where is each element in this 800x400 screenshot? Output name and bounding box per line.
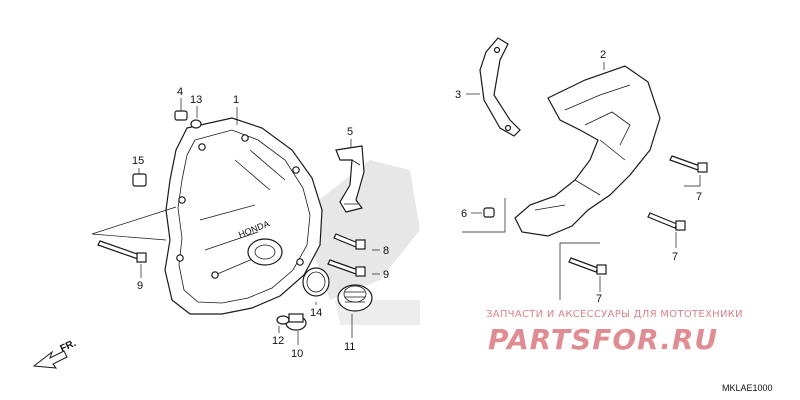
callout-13: 13 xyxy=(190,94,202,106)
watermark-tagline: ЗАПЧАСТИ И АКСЕССУАРЫ ДЛЯ МОТОТЕХНИКИ xyxy=(486,309,743,320)
callout-1: 1 xyxy=(233,94,239,106)
timing-hole-cap xyxy=(337,284,373,312)
generator-cover: HONDA xyxy=(164,117,323,315)
guard-cover xyxy=(514,65,661,237)
crankshaft-hole-cap xyxy=(285,313,307,331)
watermark: ЗАПЧАСТИ И АКСЕССУАРЫ ДЛЯ МОТОТЕХНИКИ PA… xyxy=(486,309,743,356)
leader-lines xyxy=(91,62,701,345)
front-direction-arrow: FR. xyxy=(32,338,78,369)
dowel-pin xyxy=(174,110,188,121)
callout-11: 11 xyxy=(344,341,355,353)
flange-bolt-8 xyxy=(333,233,366,250)
callout-14: 14 xyxy=(310,307,322,319)
nut-6 xyxy=(483,207,495,218)
callout-15: 15 xyxy=(132,155,144,167)
o-ring-12 xyxy=(276,315,290,325)
flange-bolt-9-left xyxy=(97,240,147,263)
o-ring-small xyxy=(190,119,202,129)
callout-3: 3 xyxy=(455,89,461,101)
callout-5: 5 xyxy=(347,126,353,138)
flange-bolt-7-bottom xyxy=(568,257,607,275)
flange-bolt-7-top xyxy=(669,155,708,173)
small-bracket xyxy=(335,145,365,213)
callout-labels: 1 2 3 4 13 5 15 6 7 7 7 8 9 9 14 11 12 1… xyxy=(132,49,702,360)
callout-7-top: 7 xyxy=(696,191,702,203)
flange-bolt-7-middle xyxy=(647,212,686,231)
callout-12: 12 xyxy=(272,335,284,347)
diagram-code: MKLAE1000 xyxy=(722,383,773,393)
dowel-pin-15 xyxy=(132,173,147,187)
callout-9-left: 9 xyxy=(137,280,143,292)
callout-4: 4 xyxy=(177,86,183,98)
callout-7-middle: 7 xyxy=(672,251,678,263)
callout-6: 6 xyxy=(461,208,467,220)
callout-7-bottom: 7 xyxy=(596,293,602,305)
stay-bracket xyxy=(479,37,521,137)
callout-9-right: 9 xyxy=(383,269,389,281)
flange-bolt-9-right xyxy=(327,259,366,277)
callout-2: 2 xyxy=(600,49,606,61)
o-ring-14 xyxy=(302,267,330,297)
callout-10: 10 xyxy=(291,348,303,360)
front-direction-label: FR. xyxy=(59,338,78,355)
watermark-brand: PARTSFOR.RU xyxy=(488,323,718,356)
callout-8: 8 xyxy=(383,245,389,257)
